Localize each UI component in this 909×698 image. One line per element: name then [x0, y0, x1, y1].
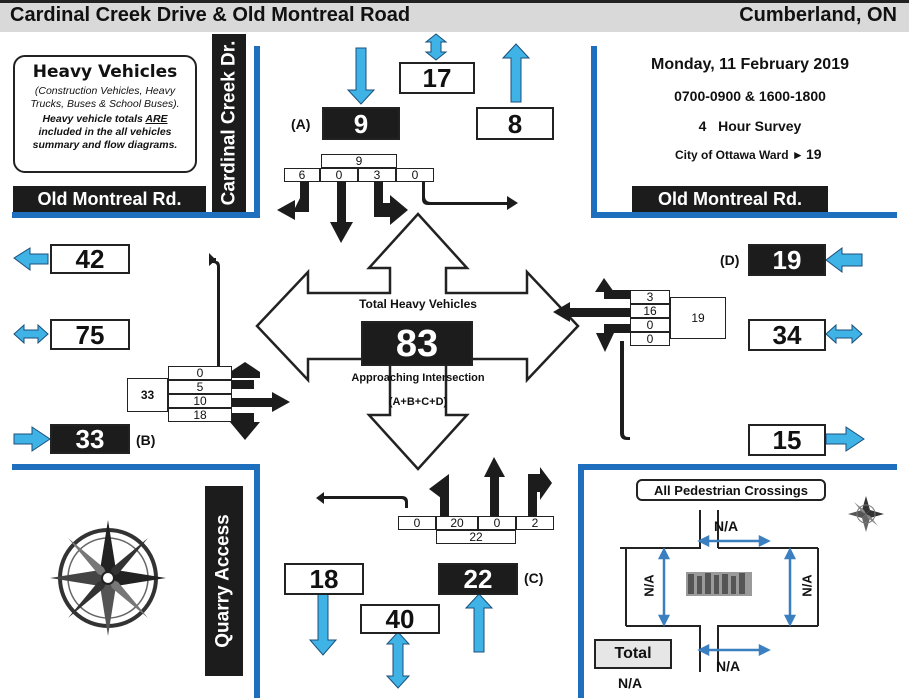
north-movement-cell: 3: [358, 168, 396, 182]
east-approach-box: 19: [748, 244, 826, 276]
west-depart-box: 42: [50, 244, 130, 274]
west-depart-arrow: [14, 248, 48, 270]
survey-times: 0700-0900 & 1600-1800: [600, 88, 900, 104]
south-depart-box: 18: [284, 563, 364, 595]
south-approach-box: 22: [438, 563, 518, 595]
small-compass: [848, 496, 884, 532]
west-approach-total-cell: 33: [127, 378, 168, 412]
south-approach-arrow: [466, 594, 492, 652]
heavy-vehicles-note: Heavy Vehicles (Construction Vehicles, H…: [13, 55, 197, 173]
west-label: (B): [136, 432, 155, 448]
east-movement-cell: 0: [630, 332, 670, 346]
north-movement-cell: 0: [396, 168, 434, 182]
west-movement-cell: 10: [168, 394, 232, 408]
north-approach-arrow: [348, 48, 374, 104]
compass-rose: [50, 520, 166, 636]
south-label: (C): [524, 570, 543, 586]
north-total-box: 17: [399, 62, 475, 94]
west-movement-cell: 0: [168, 366, 232, 380]
ward-value: 19: [806, 146, 822, 162]
east-total-box: 34: [748, 319, 826, 351]
west-approach-arrow: [14, 427, 50, 451]
street-label-cardinal-creek: Cardinal Creek Dr.: [212, 34, 246, 212]
north-approach-total-cell: 9: [321, 154, 397, 168]
east-depart-arrow: [826, 427, 864, 451]
crowd-graphic: [686, 572, 752, 596]
east-approach-total-cell: 19: [670, 297, 726, 339]
east-approach-arrow: [826, 248, 862, 272]
south-movement-cell: 2: [516, 516, 554, 530]
ped-east-value: N/A: [800, 574, 815, 596]
west-movement-cell: 5: [168, 380, 232, 394]
south-approach-total-cell: 22: [436, 530, 516, 544]
south-total-box: 40: [360, 604, 440, 634]
west-total-box: 75: [50, 319, 130, 350]
ward-label: City of Ottawa Ward ►: [675, 148, 804, 162]
south-movement-cell: 0: [398, 516, 436, 530]
heavy-vehicles-description: (Construction Vehicles, Heavy Trucks, Bu…: [21, 85, 189, 111]
south-total-arrow: [387, 632, 409, 688]
ped-total-value: N/A: [618, 675, 642, 691]
south-movement-cell: 20: [436, 516, 478, 530]
ped-north-value: N/A: [714, 518, 738, 534]
survey-date: Monday, 11 February 2019: [600, 56, 900, 74]
east-movement-cell: 0: [630, 318, 670, 332]
ped-south-value: N/A: [716, 658, 740, 674]
east-label: (D): [720, 252, 739, 268]
survey-duration: 4 Hour Survey: [600, 118, 900, 134]
east-movement-cell: 3: [630, 290, 670, 304]
west-movement-cell: 18: [168, 408, 232, 422]
north-movement-cell: 0: [320, 168, 358, 182]
street-label-ne: Old Montreal Rd.: [632, 186, 828, 212]
west-total-arrow: [14, 325, 48, 343]
center-title: Total Heavy Vehicles: [330, 297, 506, 311]
heavy-vehicles-title: Heavy Vehicles: [15, 62, 195, 82]
north-label: (A): [291, 116, 310, 132]
north-total-arrow: [426, 34, 446, 60]
west-approach-box: 33: [50, 424, 130, 454]
street-label-nw: Old Montreal Rd.: [13, 186, 206, 212]
north-movement-arrows: [277, 182, 518, 243]
south-movement-cell: 0: [478, 516, 516, 530]
east-movement-arrows: [553, 278, 630, 440]
ped-total-label: Total: [594, 639, 672, 669]
heavy-vehicles-note-text: Heavy vehicle totals ARE included in the…: [21, 113, 189, 152]
east-depart-box: 15: [748, 424, 826, 456]
south-movement-arrows: [316, 457, 552, 516]
center-subtitle: Approaching Intersection: [330, 372, 506, 384]
north-depart-arrow: [503, 44, 529, 102]
east-total-arrow: [826, 325, 862, 343]
north-depart-box: 8: [476, 107, 554, 140]
pedestrian-title: All Pedestrian Crossings: [636, 479, 826, 501]
street-label-quarry-access: Quarry Access: [205, 486, 243, 676]
ped-west-value: N/A: [642, 574, 657, 596]
center-total-box: 83: [361, 321, 473, 366]
south-depart-arrow: [310, 594, 336, 655]
center-formula: (A+B+C+D): [330, 396, 506, 408]
north-approach-box: 9: [322, 107, 400, 140]
north-movement-cell: 6: [284, 168, 320, 182]
east-movement-cell: 16: [630, 304, 670, 318]
